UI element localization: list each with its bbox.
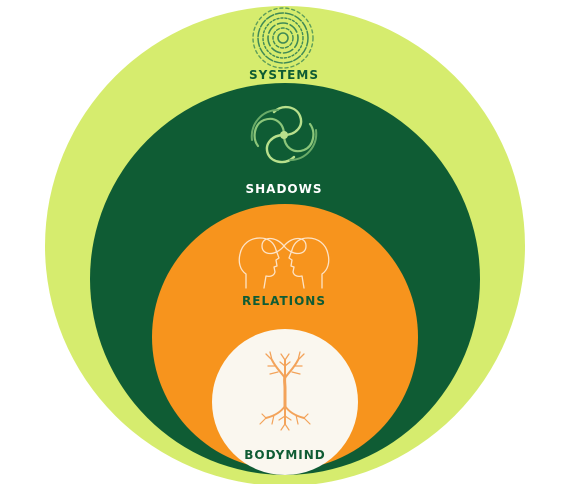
bodymind-label: BODYMIND: [244, 448, 326, 462]
concentric-spiral-icon: [252, 7, 314, 69]
tree-roots-icon: [259, 351, 311, 431]
systems-label: SYSTEMS: [249, 68, 319, 82]
shadows-label: SHADOWS: [245, 182, 322, 196]
two-faces-infinity-icon: [238, 237, 330, 289]
swirl-icon: [250, 105, 318, 164]
relations-label: RELATIONS: [242, 294, 326, 308]
